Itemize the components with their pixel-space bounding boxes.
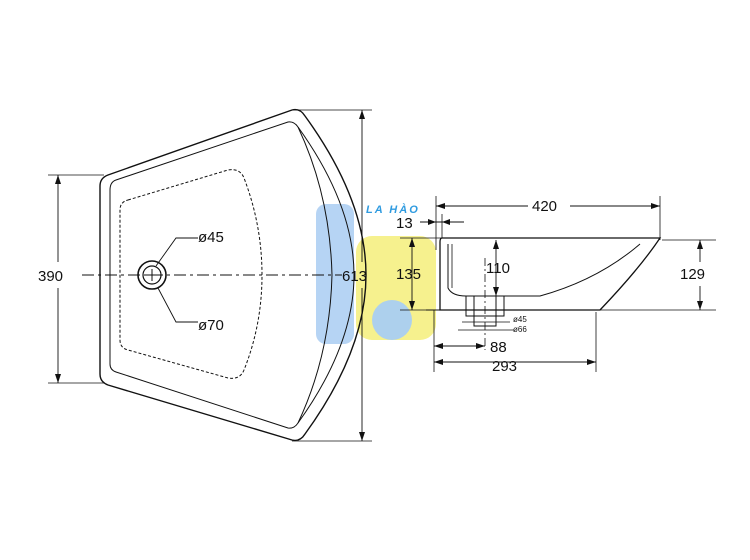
dim-drain-small-1-label: ø45 bbox=[513, 315, 527, 324]
side-basin-outline bbox=[439, 237, 662, 311]
dim-110-arrow-bottom bbox=[493, 287, 499, 296]
basin-outer-outline bbox=[99, 108, 367, 442]
dim-420-label: 420 bbox=[532, 198, 557, 215]
top-view bbox=[48, 108, 372, 442]
leader-drain-inner bbox=[155, 237, 198, 267]
dim-613-label: 613 bbox=[342, 268, 367, 285]
dim-129-label: 129 bbox=[680, 266, 705, 283]
basin-inner-curve bbox=[297, 126, 333, 424]
side-view bbox=[400, 196, 716, 372]
dim-drain-small-2-label: ø66 bbox=[513, 325, 527, 334]
dim-88-arrow-right bbox=[476, 343, 485, 349]
dim-110-arrow-top bbox=[493, 240, 499, 249]
dim-293-label: 293 bbox=[492, 358, 517, 375]
dim-390-label: 390 bbox=[38, 268, 63, 285]
drain-outer-circle bbox=[137, 260, 167, 290]
dim-135-arrow-top bbox=[409, 238, 415, 247]
drain-inner-circle bbox=[142, 265, 162, 285]
dim-420-arrow-right bbox=[651, 203, 660, 209]
dim-13-label: 13 bbox=[396, 215, 413, 232]
dim-13-arrow-right bbox=[442, 219, 450, 225]
watermark-blue-bar bbox=[316, 204, 354, 344]
watermark-logo: LA HÀO bbox=[316, 203, 436, 344]
dim-13-arrow-left bbox=[428, 219, 436, 225]
drain-outer-label: ø70 bbox=[198, 317, 224, 334]
drain-inner-label: ø45 bbox=[198, 229, 224, 246]
dim-420-arrow-left bbox=[436, 203, 445, 209]
dim-293-arrow-left bbox=[434, 359, 443, 365]
dim-129-arrow-top bbox=[697, 240, 703, 249]
dim-613-arrow-top bbox=[359, 110, 365, 119]
dim-293-arrow-right bbox=[587, 359, 596, 365]
watermark-blue-dot bbox=[372, 300, 412, 340]
leader-drain-outer bbox=[157, 287, 198, 323]
dim-129-arrow-bottom bbox=[697, 301, 703, 310]
dim-390-arrow-top bbox=[55, 175, 61, 184]
dim-390-arrow-bottom bbox=[55, 374, 61, 383]
dim-613-arrow-bottom bbox=[359, 432, 365, 441]
dim-88-arrow-left bbox=[434, 343, 443, 349]
basin-bowl-outline bbox=[119, 169, 263, 379]
dim-135-arrow-bottom bbox=[409, 301, 415, 310]
side-bowl-profile bbox=[447, 243, 641, 297]
dim-88-label: 88 bbox=[490, 339, 507, 356]
watermark-text: LA HÀO bbox=[366, 203, 420, 216]
dim-135-label: 135 bbox=[396, 266, 421, 283]
dim-110-label: 110 bbox=[486, 260, 510, 277]
